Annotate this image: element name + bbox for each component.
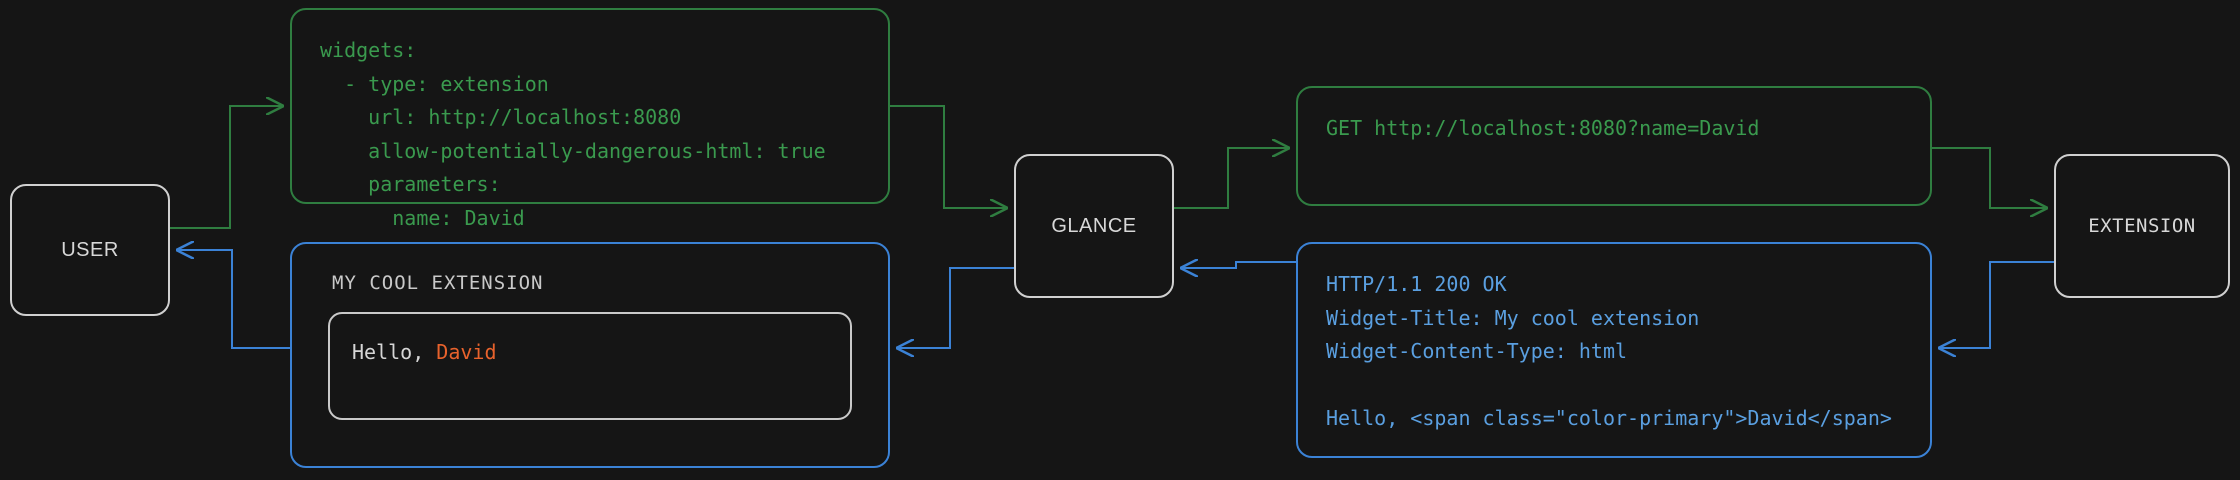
http-response-panel: HTTP/1.1 200 OK Widget-Title: My cool ex… [1296, 242, 1932, 458]
http-request-panel: GET http://localhost:8080?name=David [1296, 86, 1932, 206]
node-user-label: USER [61, 238, 119, 261]
http-request-code: GET http://localhost:8080?name=David [1326, 116, 1760, 140]
http-response-code: HTTP/1.1 200 OK Widget-Title: My cool ex… [1326, 272, 1892, 431]
rendered-widget-body: Hello, David [328, 312, 852, 420]
yaml-config-code: widgets: - type: extension url: http://l… [320, 38, 826, 230]
node-glance-label: GLANCE [1051, 214, 1137, 237]
wire-user-to-config [170, 106, 282, 229]
rendered-widget-greeting-prefix: Hello, [352, 340, 437, 364]
node-extension-label: EXTENSION [2088, 215, 2196, 237]
wire-request-to-extension [1932, 147, 2046, 208]
wire-glance-to-widget [898, 267, 1014, 348]
node-extension[interactable]: EXTENSION [2054, 154, 2230, 298]
node-glance[interactable]: GLANCE [1014, 154, 1174, 298]
rendered-widget-greeting-name: David [436, 340, 497, 364]
wire-config-to-glance [890, 105, 1006, 208]
yaml-config-panel: widgets: - type: extension url: http://l… [290, 8, 890, 230]
rendered-widget-title: MY COOL EXTENSION [332, 272, 544, 294]
wire-glance-to-request [1174, 148, 1288, 209]
wire-response-to-glance [1182, 262, 1296, 268]
wire-widget-to-user [178, 250, 290, 349]
rendered-widget-panel: MY COOL EXTENSION Hello, David [290, 242, 890, 468]
node-user[interactable]: USER [10, 184, 170, 316]
wire-extension-to-response [1940, 261, 2054, 348]
